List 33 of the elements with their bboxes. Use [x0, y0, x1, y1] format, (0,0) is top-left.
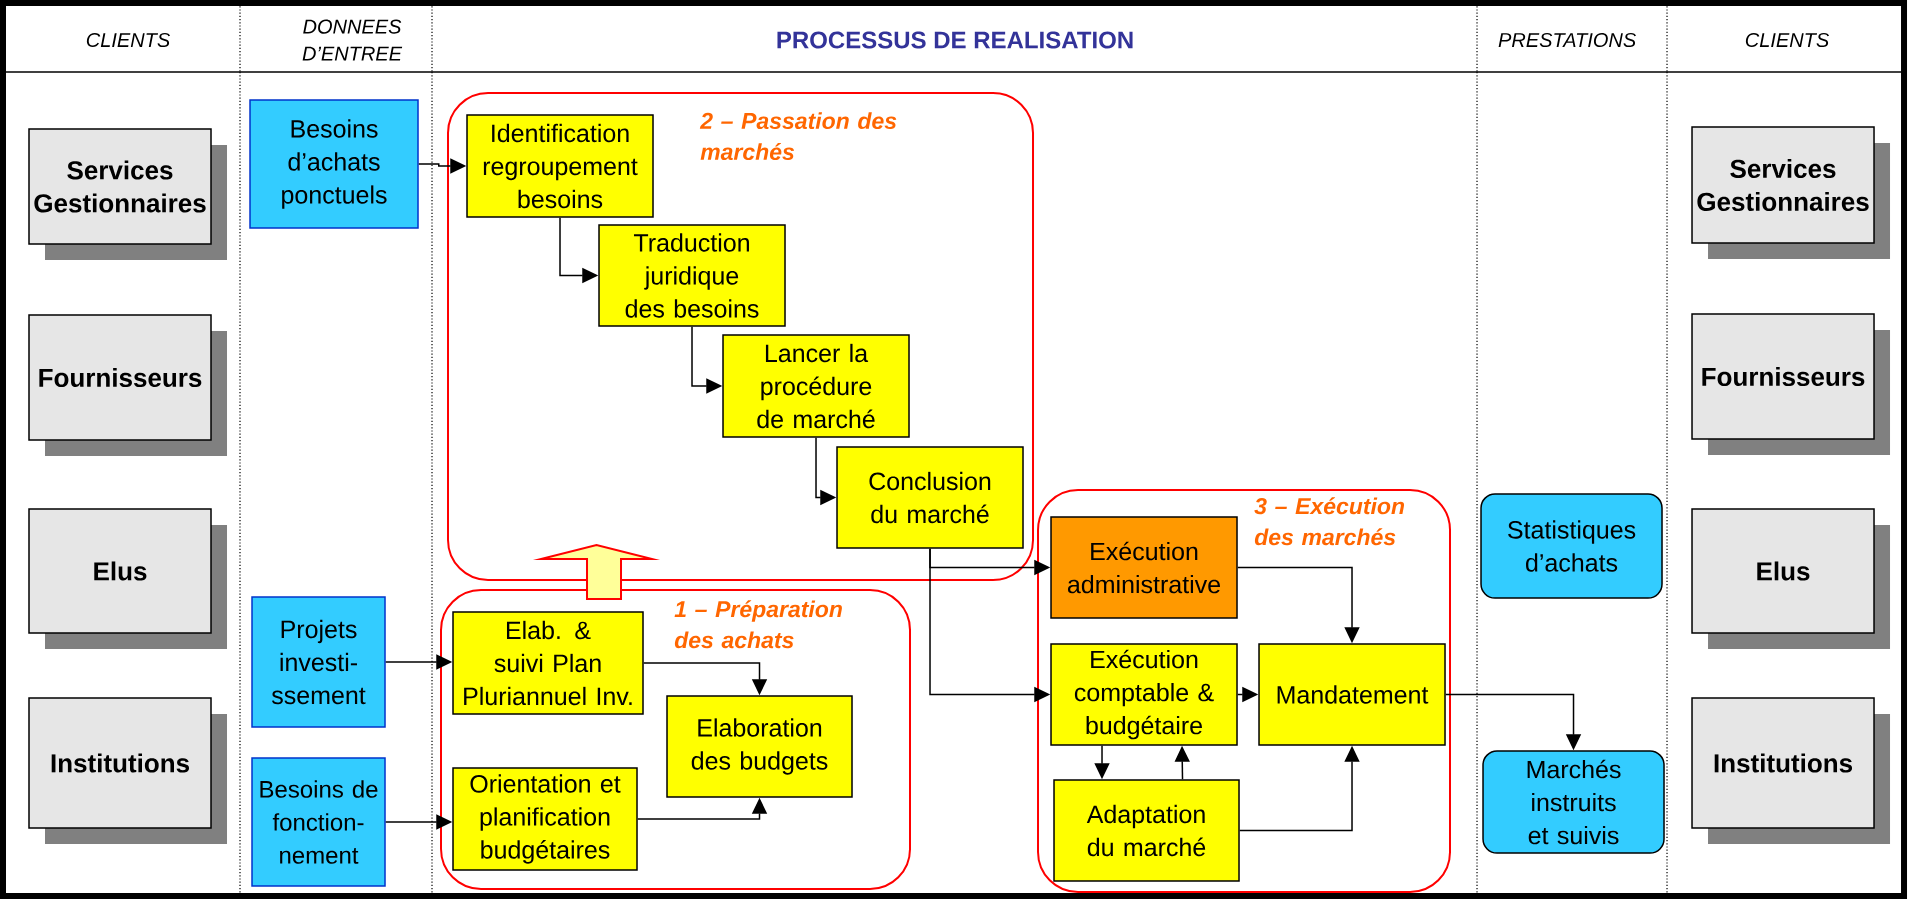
column-heading: DONNEES D’ENTREE — [302, 19, 403, 61]
group-title: 1 – Préparation des achats — [674, 600, 842, 649]
output-box: Marchés instruits et suivis — [1482, 750, 1665, 854]
client-box: Fournisseurs — [28, 314, 227, 456]
process-box: Identification regroupement besoins — [466, 114, 654, 218]
process-box: Traduction juridique des besoins — [598, 224, 786, 327]
column-heading: PRESTATIONS — [1498, 32, 1636, 48]
input-box: Besoins d’achats ponctuels — [249, 99, 419, 229]
process-box: Lancer la procédure de marché — [722, 334, 910, 438]
process-box: Exécution administrative — [1050, 516, 1238, 619]
process-box: Adaptation du marché — [1053, 779, 1240, 882]
column-heading: CLIENTS — [86, 32, 170, 48]
process-box: Conclusion du marché — [836, 446, 1024, 549]
process-box: Orientation et planification budgétaires — [452, 767, 638, 871]
client-box: Services Gestionnaires — [1691, 126, 1891, 259]
output-box: Statistiques d’achats — [1480, 493, 1663, 599]
client-box: Institutions — [1691, 697, 1891, 844]
block-arrow — [532, 543, 661, 600]
column-heading: CLIENTS — [1745, 32, 1830, 48]
client-box: Institutions — [28, 697, 227, 844]
process-box: Mandatement — [1258, 643, 1446, 746]
process-box: Elab. & suivi Plan Pluriannuel Inv. — [452, 611, 644, 715]
client-box: Services Gestionnaires — [28, 128, 227, 260]
client-box: Elus — [1691, 508, 1891, 649]
process-box: Exécution comptable & budgétaire — [1050, 643, 1238, 746]
heading: PROCESSUS DE REALISATION — [777, 31, 1133, 49]
input-box: Projets investi- ssement — [251, 596, 386, 728]
group-title: 3 – Exécution des marchés — [1254, 497, 1405, 546]
client-box: Elus — [28, 508, 227, 649]
process-box: Elaboration des budgets — [666, 695, 853, 798]
client-box: Fournisseurs — [1691, 313, 1891, 455]
group-title: 2 – Passation des marchés — [699, 112, 897, 161]
input-box: Besoins de fonction- nement — [251, 757, 386, 887]
